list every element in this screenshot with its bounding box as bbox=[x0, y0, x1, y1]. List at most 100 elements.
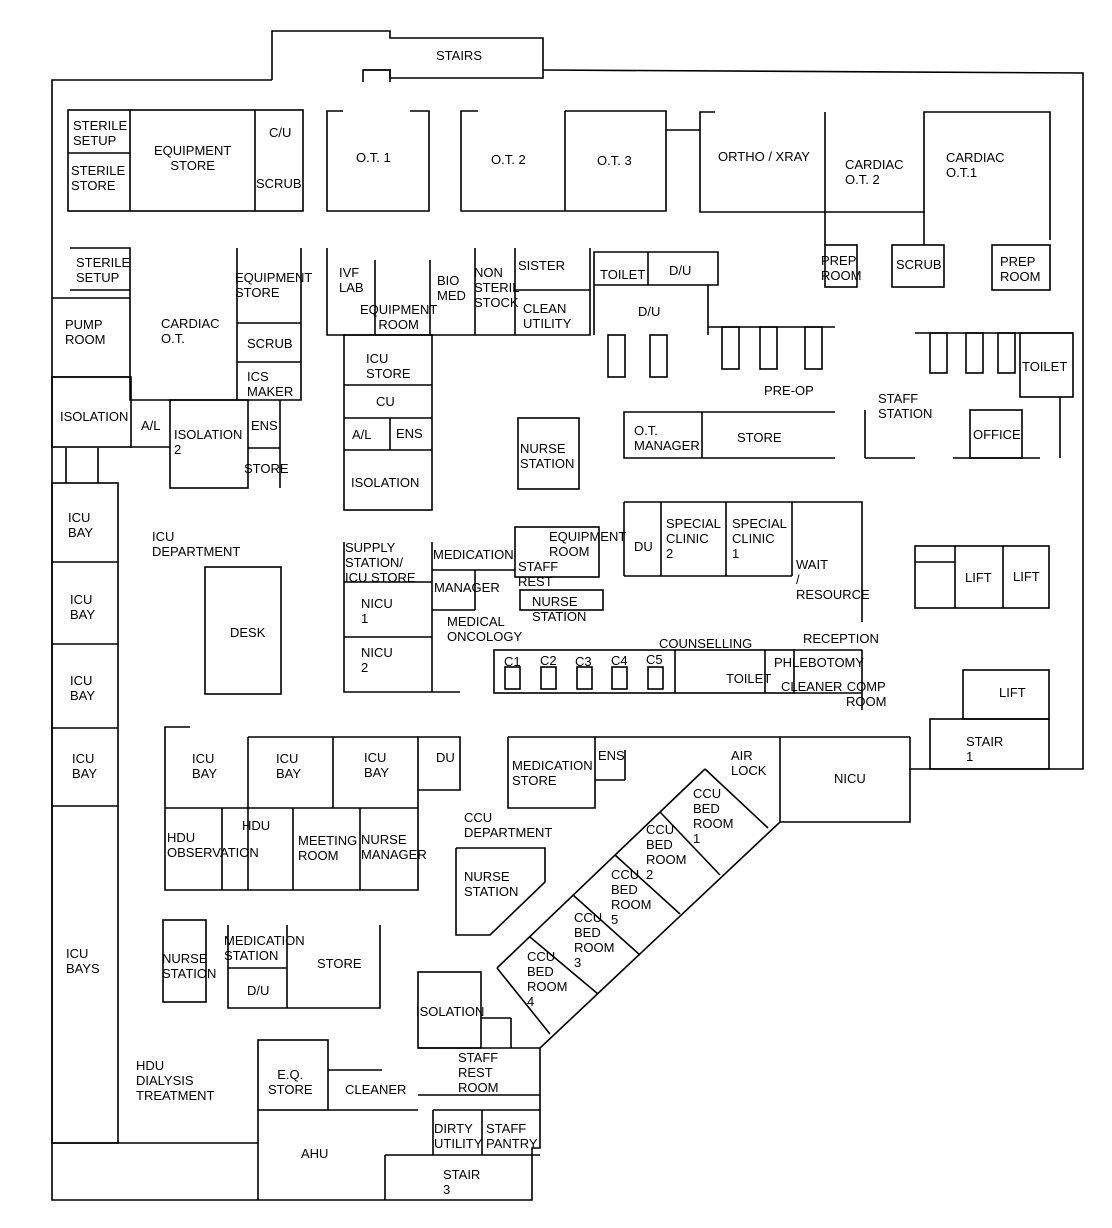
office-label: OFFICE bbox=[973, 427, 1021, 442]
toilet-2-box bbox=[1019, 332, 1074, 398]
store-3-label: STORE bbox=[317, 956, 362, 971]
stairs-label: STAIRS bbox=[436, 48, 482, 63]
du-5-label: D/U bbox=[247, 983, 270, 998]
pre-op-label: PRE-OP bbox=[764, 383, 814, 398]
prep-room-2-box bbox=[991, 244, 1051, 291]
sterile-block-1 bbox=[67, 109, 304, 212]
toilet-2-label: TOILET bbox=[1022, 359, 1068, 374]
ot-manager-box bbox=[623, 411, 835, 459]
ccu-bed-2-label: CCU BED ROOM 2 bbox=[646, 822, 687, 882]
clean-utility-label: CLEAN UTILITY bbox=[523, 301, 572, 331]
special-clinic-2-label: SPECIAL CLINIC 2 bbox=[666, 516, 721, 561]
isolation-1-label: ISOLATION bbox=[60, 409, 129, 424]
isolation-4-label: ISOLATION bbox=[416, 1004, 485, 1019]
ens-3-label: ENS bbox=[598, 748, 625, 763]
icu-bay-3-label: ICU BAY bbox=[70, 673, 96, 703]
nurse-manager-label: NURSE MANAGER bbox=[361, 832, 427, 862]
c4-label: C4 bbox=[611, 653, 628, 668]
al-1-label: A/L bbox=[141, 418, 161, 433]
scrub-label: SCRUB bbox=[256, 176, 302, 191]
isolation-2-box bbox=[169, 399, 249, 489]
ot2-label: O.T. 2 bbox=[491, 152, 526, 167]
sister-label: SISTER bbox=[518, 258, 565, 273]
icu-bay-2-label: ICU BAY bbox=[70, 592, 96, 622]
nurse-station-1-box bbox=[517, 417, 580, 490]
eq-store-box bbox=[257, 1039, 329, 1111]
icu-department-label: ICU DEPARTMENT bbox=[152, 529, 241, 559]
icu-bay-5-label: ICU BAY bbox=[192, 751, 218, 781]
equipment-room-2-label: EQUIPMENT ROOM bbox=[549, 529, 627, 559]
ccu-bed-3-label: CCU BED ROOM 3 bbox=[574, 910, 615, 970]
cleaner-2-label: CLEANER bbox=[345, 1082, 407, 1097]
equipment-store-2-label: EQUIPMENT STORE bbox=[235, 270, 313, 300]
pump-room-label: PUMP ROOM bbox=[65, 317, 106, 347]
stairs-block bbox=[271, 30, 544, 80]
counselling-label: COUNSELLING bbox=[659, 636, 753, 651]
ot3-label: O.T. 3 bbox=[597, 153, 632, 168]
medication-store-box bbox=[507, 737, 596, 809]
du-4-label: DU bbox=[436, 750, 455, 765]
toilet-du-block bbox=[593, 251, 719, 335]
ccu-bed-4-label: CCU BED ROOM 4 bbox=[527, 949, 568, 1009]
nicu-block bbox=[343, 542, 460, 693]
isolation-1-box bbox=[51, 376, 132, 448]
nurse-station-1-label: NURSE STATION bbox=[520, 441, 575, 471]
sterile-setup-2-label: STERILE SETUP bbox=[76, 255, 131, 285]
scrub-top-box bbox=[891, 244, 945, 288]
consult-row bbox=[493, 649, 795, 694]
prep-room-2-label: PREP ROOM bbox=[1000, 254, 1041, 284]
ivf-block bbox=[326, 248, 591, 336]
supply-station-label: SUPPLY STATION/ ICU STORE bbox=[345, 540, 416, 585]
ens-2-label: ENS bbox=[396, 426, 423, 441]
phlebotomy-label: PHLEBOTOMY bbox=[774, 655, 865, 670]
toilet-1-label: TOILET bbox=[600, 267, 646, 282]
medication-store-label: MEDICATION STORE bbox=[512, 758, 593, 788]
stair-3-label: STAIR 3 bbox=[443, 1167, 481, 1197]
scrub-top-label: SCRUB bbox=[896, 257, 942, 272]
cu-mid-label: CU bbox=[376, 394, 395, 409]
medication-station-label: MEDICATION STATION bbox=[224, 933, 305, 963]
lift-3-label: LIFT bbox=[999, 685, 1026, 700]
equipment-room-label: EQUIPMENT ROOM bbox=[360, 302, 438, 332]
icu-bay-1-label: ICU BAY bbox=[68, 510, 94, 540]
ot1-walls bbox=[326, 110, 430, 212]
lift-1-label: LIFT bbox=[965, 570, 992, 585]
ccu-bed-1-label: CCU BED ROOM 1 bbox=[693, 786, 734, 846]
prep-room-1-label: PREP ROOM bbox=[821, 253, 862, 283]
nurse-station-3-label: NURSE STATION bbox=[464, 869, 519, 899]
hdu-observation-label: HDU OBSERVATION bbox=[167, 830, 259, 860]
nurse-station-2-label: NURSE STATION bbox=[532, 594, 587, 624]
al-2-label: A/L bbox=[352, 427, 372, 442]
ortho-xray-label: ORTHO / XRAY bbox=[718, 149, 810, 164]
medical-oncology-label: MEDICAL ONCOLOGY bbox=[447, 614, 523, 644]
special-clinic-1-label: SPECIAL CLINIC 1 bbox=[732, 516, 787, 561]
nurse-station-4-label: NURSE STATION bbox=[162, 951, 217, 981]
stair-1-box bbox=[929, 718, 1050, 770]
clinic-block bbox=[624, 501, 863, 622]
hdu-dialysis-label: HDU DIALYSIS TREATMENT bbox=[136, 1058, 215, 1103]
c3-label: C3 bbox=[575, 654, 592, 669]
nicu-3-label: NICU bbox=[834, 771, 866, 786]
scrub-2-label: SCRUB bbox=[247, 336, 293, 351]
ccu-bed-5-label: CCU BED ROOM 5 bbox=[611, 867, 652, 927]
air-lock-label: AIR LOCK bbox=[731, 748, 767, 778]
isolation-3-label: ISOLATION bbox=[351, 475, 420, 490]
icu-bay-6-label: ICU BAY bbox=[276, 751, 302, 781]
wait-resource-label: WAIT / RESOURCE bbox=[796, 557, 870, 602]
lift-block bbox=[914, 545, 1050, 609]
nurse-station-2-box bbox=[519, 589, 604, 611]
sterile-store-label: STERILE STORE bbox=[71, 163, 126, 193]
equipment-room-2-box bbox=[514, 526, 600, 578]
ivf-lab-label: IVF LAB bbox=[339, 265, 364, 295]
icu-bay-7-label: ICU BAY bbox=[364, 750, 390, 780]
c1-label: C1 bbox=[504, 654, 521, 669]
eq-store-label: E.Q. STORE bbox=[268, 1067, 313, 1097]
cardiac-ot-walls bbox=[70, 247, 302, 401]
staff-pantry-label: STAFF PANTRY bbox=[486, 1121, 538, 1151]
ccu-department-label: CCU DEPARTMENT bbox=[464, 810, 553, 840]
manager-label: MANAGER bbox=[434, 580, 500, 595]
du-2-label: D/U bbox=[638, 304, 661, 319]
c5-label: C5 bbox=[646, 652, 663, 667]
non-sterile-stock-label: NON STERIL STOCK bbox=[474, 265, 520, 310]
ics-maker-label: ICS MAKER bbox=[247, 369, 294, 399]
